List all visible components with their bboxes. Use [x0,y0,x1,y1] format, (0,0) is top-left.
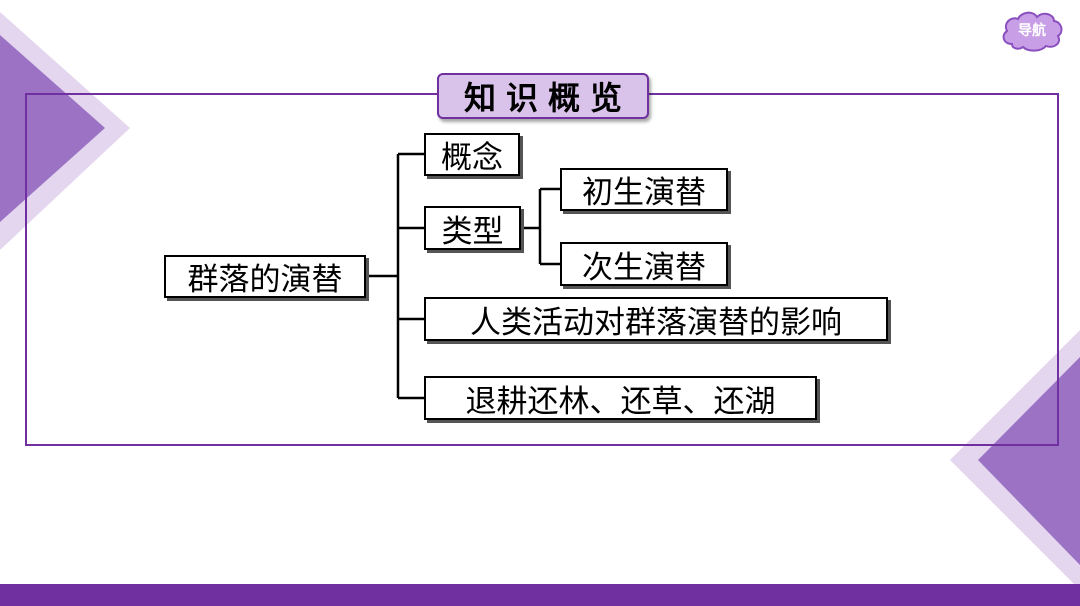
nav-label: 导航 [1018,23,1046,39]
node-restoration: 退耕还林、还草、还湖 [424,376,817,420]
node-primary-succession: 初生演替 [560,168,728,211]
node-concept: 概念 [424,133,520,176]
nav-button[interactable]: 导航 [1000,8,1064,52]
node-secondary-succession: 次生演替 [560,242,728,286]
node-root: 群落的演替 [164,255,366,298]
node-types: 类型 [424,206,521,250]
bottom-bar [0,584,1080,606]
cloud-icon [1002,11,1063,52]
node-human-impact: 人类活动对群落演替的影响 [424,297,888,341]
right-triangle-dark [978,357,1080,565]
page-title: 知识概览 [437,73,649,119]
